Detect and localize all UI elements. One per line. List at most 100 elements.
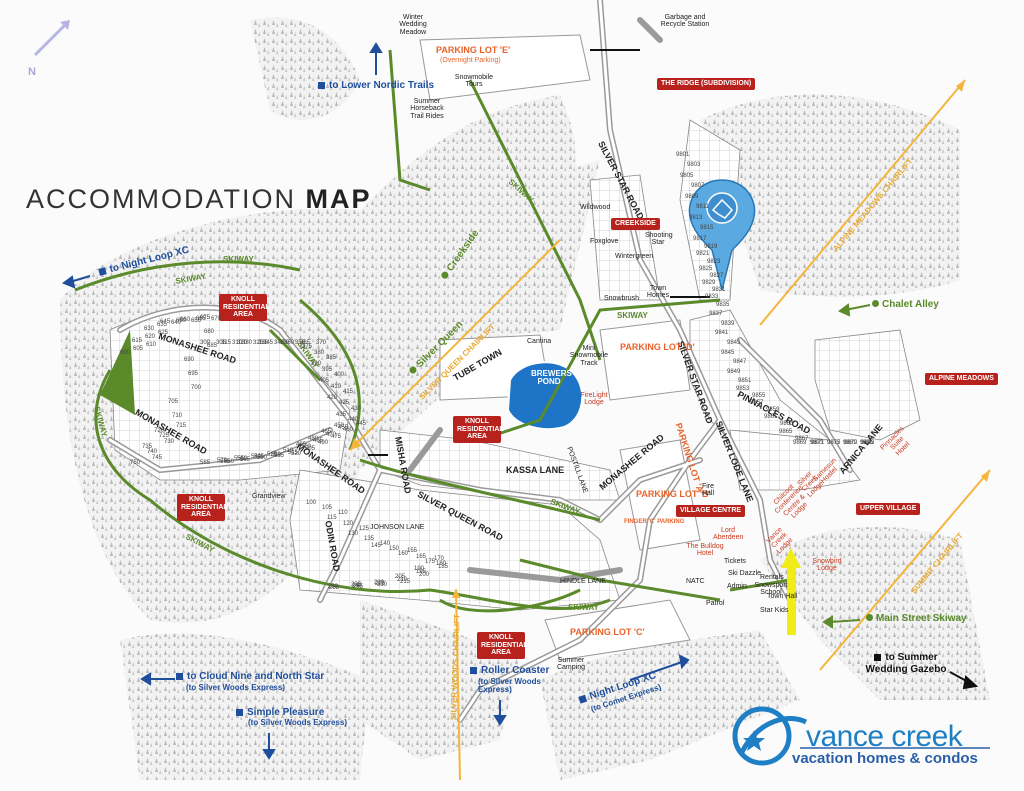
house-number: 125 [359,526,370,532]
house-number: 370 [316,340,327,346]
house-number: 635 [157,322,168,328]
house-number: 255 [329,585,340,591]
house-number: 670 [211,316,222,322]
house-number: 9817 [693,236,707,242]
house-number: 9811 [696,204,709,210]
house-number: 9831 [712,287,726,293]
chairlift-arrowheads [350,80,990,598]
house-number: 610 [146,342,157,348]
skiway-trails [74,49,791,613]
house-number: 315 [221,340,232,346]
rentals: Rentals [760,574,784,581]
house-number: 9805 [680,173,694,179]
house-number: 350 [279,340,290,346]
house-number: 690 [184,357,195,363]
house-number: 165 [416,554,427,560]
house-number: 515 [288,450,299,456]
parking-lot-c: PARKING LOT 'C' [570,627,645,637]
house-number: 580 [224,459,235,465]
parking-lot-e-sub: (Overnight Parking) [440,57,501,64]
house-number: 9829 [702,280,716,286]
lower-nordic-link[interactable]: to Lower Nordic Trails [318,80,434,93]
house-number: 9883 [861,440,875,446]
snowbird-lodge: Snowbird Lodge [812,558,842,573]
house-number: 9825 [699,266,713,272]
chalet-alley-trail: Chalet Alley [872,299,939,311]
finger-c-parking: FINGER 'C' PARKING [624,519,685,525]
house-number: 360 [284,340,295,346]
house-number: 695 [188,371,199,377]
roller-coaster-sub: (to Silver Woods Express) [478,677,541,695]
badge-knoll-4: KNOLL RESIDENTIAL AREA [477,632,528,660]
house-number: 665 [196,316,207,322]
house-number: 9847 [733,359,747,365]
house-number: 9843 [727,340,741,346]
house-number: 160 [398,551,409,557]
house-number: 475 [331,434,342,440]
summer-gazebo-link[interactable]: to Summer Wedding Gazebo [865,652,947,675]
house-number: 450 [334,423,345,429]
grandview: Grandview [252,493,286,500]
parking-lot-d: PARKING LOT 'D' [620,342,695,352]
house-number: 9845 [721,350,735,356]
forest-areas [60,17,990,780]
fire-hall: Fire Hall [701,483,715,498]
house-number: 9881 [843,440,857,446]
house-number: 630 [144,326,155,332]
house-number: 225 [375,581,386,587]
house-number: 725 [159,433,170,439]
house-number: 210 [397,577,408,583]
house-number: 110 [338,510,348,516]
simple-pleasure-sub: (to Silver Woods Express) [248,718,347,727]
house-number: 485 [313,438,324,444]
house-number: 340 [274,340,285,346]
house-number: 545 [254,454,265,460]
house-number: 215 [400,579,411,585]
house-number: 300 [200,340,211,346]
badge-upper-village: UPPER VILLAGE [856,503,921,515]
house-number: 480 [308,436,319,442]
house-number: 9875 [827,440,841,446]
house-number: 680 [204,329,215,335]
roller-coaster-link[interactable]: Roller Coaster [470,665,549,677]
snowsport-school: Snowsport School [754,582,788,597]
vance-creek-logo-icon [732,706,808,766]
house-number: 525 [267,452,278,458]
house-number: 9839 [721,321,735,327]
house-number: 745 [152,455,163,461]
house-number: 9837 [709,311,723,317]
simple-pleasure-link[interactable]: Simple Pleasure [236,707,324,719]
house-number: 575 [220,459,231,465]
house-number: 455 [338,425,349,431]
house-number: 9857 [750,400,764,406]
house-number: 415 [343,389,354,395]
house-number: 9813 [689,215,703,221]
house-number: 9871 [811,440,825,446]
parking-lot-b: PARKING LOT 'B' [636,489,711,499]
house-number: 495 [296,442,307,448]
house-number: 530 [271,452,282,458]
house-number: 9841 [715,330,729,336]
house-number: 9867 [795,436,809,442]
house-number: 9819 [704,244,718,250]
house-number: 205 [395,574,406,580]
skiway-label-2: SKIWAY [223,255,254,264]
house-number: 105 [322,505,333,511]
house-number: 710 [172,413,183,419]
natc: NATC [686,578,705,585]
house-number: 150 [389,546,400,552]
firelight-lodge: FireLight Lodge [580,392,608,407]
cloud-nine-link[interactable]: to Cloud Nine and North Star [176,671,324,683]
house-number: 9833 [705,294,719,300]
house-number: 740 [147,449,158,455]
house-number: 120 [343,521,354,527]
parking-lots [419,34,701,661]
house-number: 100 [306,500,317,506]
house-number: 460 [343,427,354,433]
bulldog-hotel: The Bulldog Hotel [686,543,724,558]
house-number: 750 [130,460,141,466]
house-number: 9865 [779,429,793,435]
cloud-nine-sub: (to Silver Woods Express) [186,683,285,692]
winter-wedding-meadow: Winter Wedding Meadow [399,14,427,36]
badge-knoll-3: KNOLL RESIDENTIAL AREA [177,494,228,522]
